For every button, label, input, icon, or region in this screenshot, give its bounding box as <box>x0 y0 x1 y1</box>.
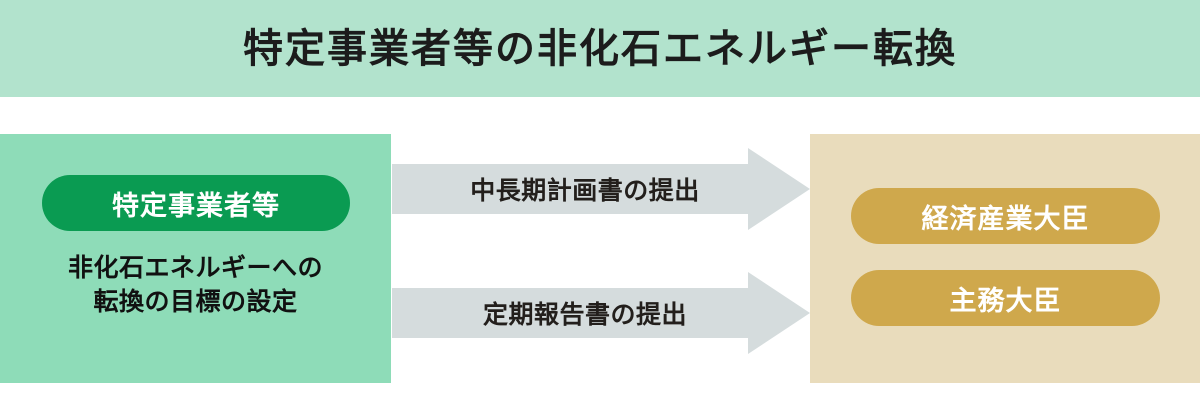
flow-arrow-label-midterm-plan: 中長期計画書の提出 <box>470 177 700 205</box>
arrow-shape-icon <box>392 148 810 230</box>
pill-minister-competent: 主務大臣 <box>851 270 1160 326</box>
caption-line-2: 転換の目標の設定 <box>93 287 298 316</box>
left-panel-caption: 非化石エネルギーへの 転換の目標の設定 <box>0 252 391 320</box>
arrow-shape-icon <box>392 272 810 354</box>
flow-arrow-periodic-report: 定期報告書の提出 <box>392 272 810 354</box>
title-banner: 特定事業者等の非化石エネルギー転換 <box>0 0 1200 97</box>
flow-arrow-midterm-plan: 中長期計画書の提出 <box>392 148 810 230</box>
pill-minister-economy-trade-industry: 経済産業大臣 <box>851 188 1160 244</box>
pill-specified-business-operator: 特定事業者等 <box>42 175 350 231</box>
caption-line-1: 非化石エネルギーへの <box>67 254 323 282</box>
page-title: 特定事業者等の非化石エネルギー転換 <box>243 26 957 71</box>
left-panel-business-operators: 特定事業者等 非化石エネルギーへの 転換の目標の設定 <box>0 134 391 383</box>
right-panel-ministers: 経済産業大臣 主務大臣 <box>810 134 1200 383</box>
flow-arrow-label-periodic-report: 定期報告書の提出 <box>482 301 687 329</box>
